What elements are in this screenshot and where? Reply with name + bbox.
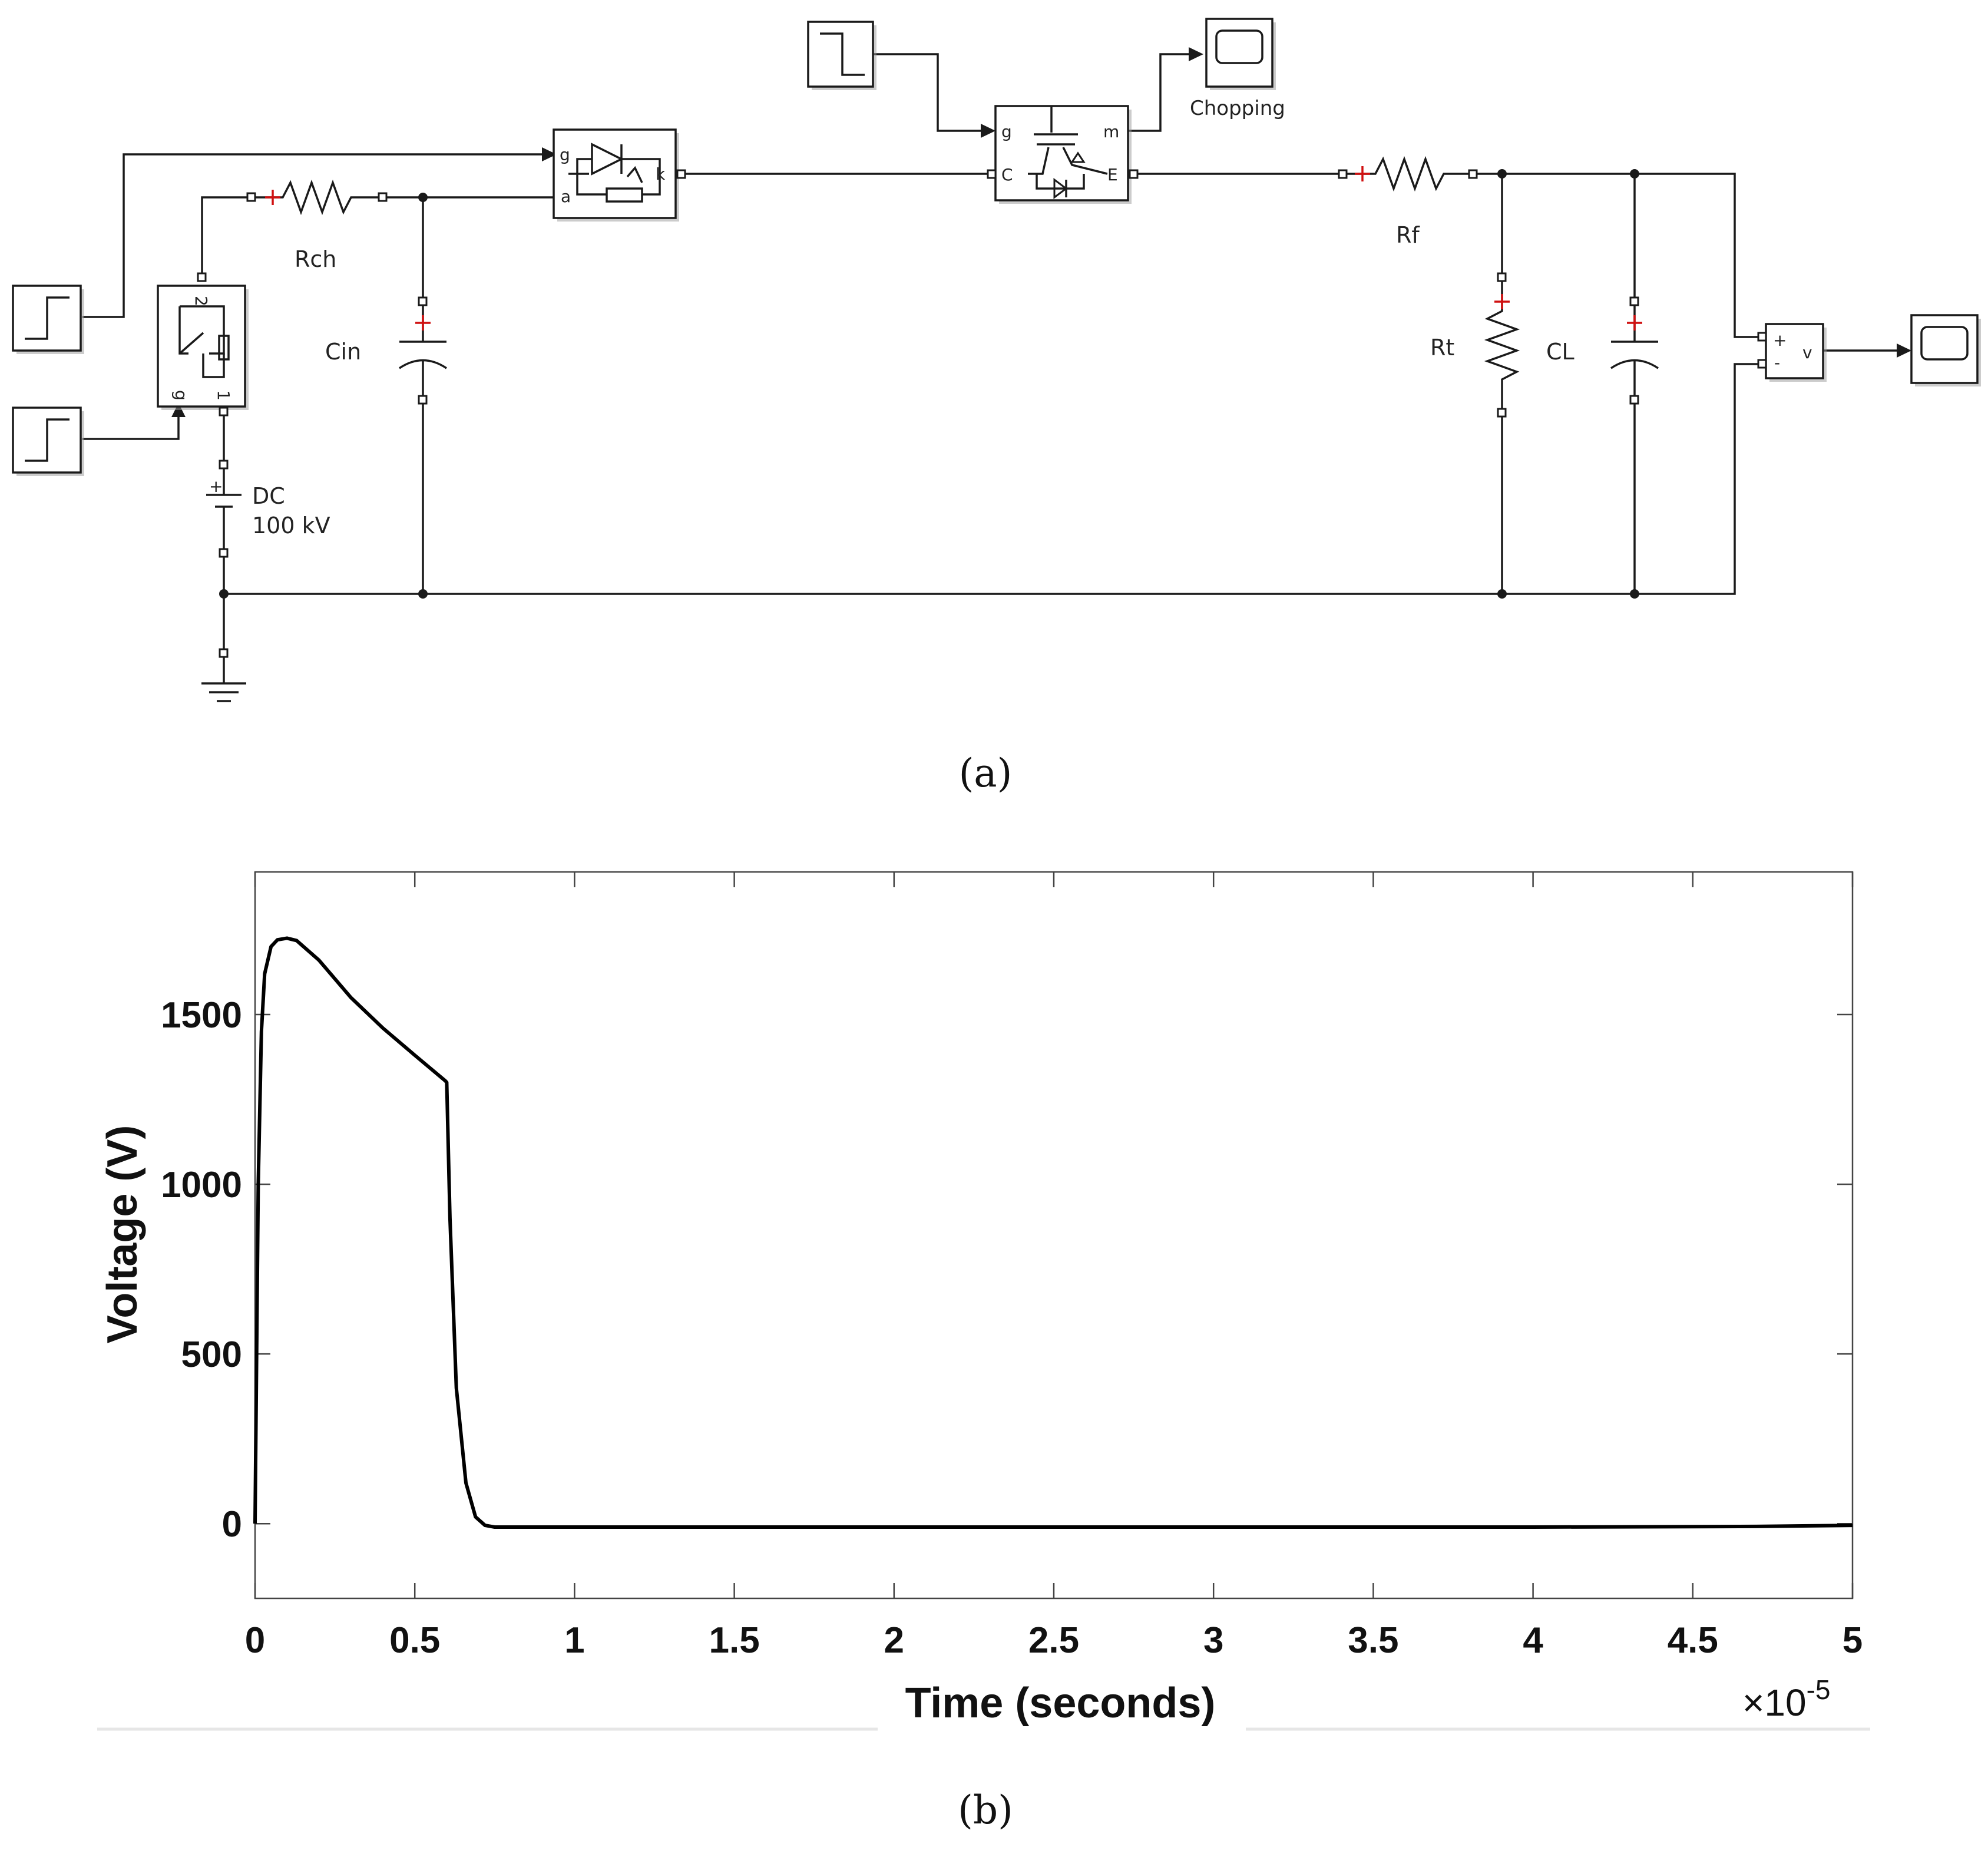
cin-label: Cin — [325, 339, 361, 365]
scope-output[interactable] — [1910, 314, 1981, 386]
igbt-pin-m: m — [1103, 122, 1119, 141]
x-tick-label: 3 — [1203, 1620, 1223, 1661]
thyristor-pin-k: k — [656, 164, 666, 184]
vm-minus: - — [1774, 353, 1780, 372]
step-up-icon — [25, 296, 70, 340]
x-tick-labels: 0 0.5 1 1.5 2 2.5 3 3.5 4 4.5 5 — [245, 1620, 1863, 1661]
caption-b: (b) — [958, 1787, 1013, 1833]
thyristor-pin-a: a — [561, 187, 571, 206]
dc-source[interactable]: + DC 100 kV — [206, 460, 330, 558]
vm-v: v — [1802, 343, 1812, 362]
x-tick-label: 3.5 — [1348, 1620, 1398, 1661]
circuit-schematic: 2 g 1 Rch Cin — [12, 18, 1981, 702]
ground-icon — [201, 648, 246, 702]
dc-label-line2: 100 kV — [252, 513, 330, 538]
breaker-pin-1: 1 — [214, 390, 233, 401]
step-up-icon — [25, 418, 70, 462]
y-axis-label: Voltage (V) — [99, 1125, 146, 1344]
x-tick-label: 2 — [884, 1620, 904, 1661]
voltage-measurement-block[interactable]: + - v — [1757, 323, 1827, 382]
caption-a: (a) — [959, 751, 1013, 796]
junction-dots — [219, 169, 1639, 599]
dc-plus-sign: + — [209, 477, 223, 496]
resistor-rf[interactable]: Rf — [1338, 156, 1478, 248]
x-tick-label: 1 — [564, 1620, 584, 1661]
breaker-pin-g: g — [171, 390, 191, 401]
resistor-rch[interactable]: Rch — [246, 179, 388, 272]
y-tick-label: 1000 — [161, 1165, 242, 1205]
x-tick-label: 5 — [1843, 1620, 1863, 1661]
scope-icon — [1920, 326, 1969, 361]
rf-label: Rf — [1396, 222, 1420, 248]
breaker-block[interactable]: 2 g 1 — [157, 272, 249, 417]
igbt-pin-g: g — [1001, 122, 1012, 141]
rch-label: Rch — [295, 246, 336, 272]
dc-label-line1: DC — [252, 483, 285, 509]
step-down-icon — [820, 32, 865, 76]
scope-chopping[interactable]: Chopping — [1190, 18, 1285, 120]
igbt-pin-e: E — [1107, 165, 1118, 184]
igbt-block[interactable]: g m C E — [987, 105, 1139, 204]
igbt-pin-c: C — [1001, 165, 1013, 184]
wires — [82, 47, 1911, 653]
scope-icon — [1215, 29, 1263, 64]
x-exponent-label: ×10-5 — [1742, 1674, 1830, 1724]
vm-plus: + — [1773, 331, 1787, 350]
capacitor-cin[interactable]: Cin — [325, 296, 447, 405]
thyristor-block[interactable]: g a k — [553, 128, 686, 222]
y-tick-label: 1500 — [161, 995, 242, 1036]
x-tick-label: 1.5 — [709, 1620, 759, 1661]
step-source-3[interactable] — [807, 21, 876, 90]
resistor-rt[interactable]: Rt — [1430, 272, 1520, 418]
x-tick-label: 0 — [245, 1620, 265, 1661]
plot-area — [254, 871, 1854, 1600]
step-source-2[interactable] — [12, 407, 84, 476]
x-axis-label: Time (seconds) — [905, 1680, 1216, 1727]
x-tick-label: 4.5 — [1668, 1620, 1718, 1661]
y-tick-label: 500 — [181, 1334, 242, 1375]
step-source-1[interactable] — [12, 285, 84, 354]
breaker-pin-2: 2 — [191, 296, 211, 306]
x-tick-label: 0.5 — [389, 1620, 440, 1661]
voltage-trace — [253, 936, 1853, 1529]
capacitor-cl[interactable]: CL — [1546, 296, 1659, 405]
cl-label: CL — [1546, 339, 1574, 365]
thyristor-pin-g: g — [560, 145, 570, 164]
x-tick-label: 4 — [1523, 1620, 1543, 1661]
rt-label: Rt — [1430, 335, 1454, 361]
chopping-label: Chopping — [1190, 97, 1285, 120]
y-tick-labels: 0 500 1000 1500 — [161, 995, 242, 1545]
y-tick-label: 0 — [222, 1504, 242, 1545]
voltage-plot: 0 0.5 1 1.5 2 2.5 3 3.5 4 4.5 5 0 500 1000 1500 Time … — [97, 871, 1870, 1731]
x-tick-label: 2.5 — [1028, 1620, 1079, 1661]
